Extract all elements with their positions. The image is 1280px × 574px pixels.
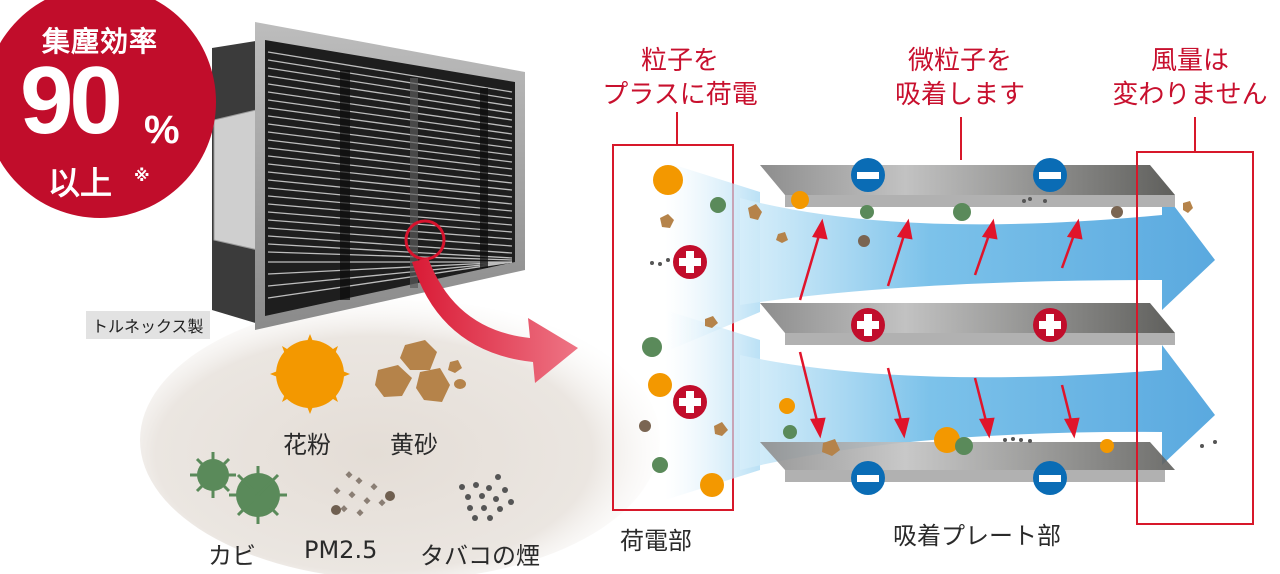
section-label-charging: 荷電部 bbox=[620, 527, 692, 555]
mold-icon bbox=[190, 452, 287, 524]
callout-charge-line2: プラスに荷電 bbox=[602, 80, 758, 110]
maker-label: トルネックス製 bbox=[86, 311, 210, 339]
airflow-arrow-lower bbox=[740, 345, 1215, 470]
air-beam-upper bbox=[665, 162, 760, 352]
callout-airflow-line2: 変わりません bbox=[1112, 80, 1268, 110]
cigarette-smoke-icon bbox=[459, 474, 514, 521]
airflow-arrow-upper bbox=[740, 190, 1215, 310]
callout-airflow-line1: 風量は bbox=[1150, 46, 1229, 76]
yellow-sand-icon bbox=[375, 340, 466, 402]
attraction-arrows bbox=[798, 218, 1083, 439]
pm25-icon bbox=[331, 471, 395, 517]
particle-label-pollen: 花粉 bbox=[283, 431, 331, 459]
particle-label-smoke: タバコの煙 bbox=[420, 542, 540, 570]
pollen-icon bbox=[270, 334, 350, 414]
negative-charge-icon bbox=[851, 461, 885, 495]
particle-label-yellow-sand: 黄砂 bbox=[390, 431, 438, 459]
negative-charge-icon bbox=[1033, 461, 1067, 495]
badge-note-mark: ※ bbox=[134, 166, 150, 185]
callout-airflow: 風量は 変わりません bbox=[1100, 44, 1280, 112]
badge-suffix: 以上 bbox=[48, 164, 113, 202]
positive-charge-icon bbox=[673, 245, 707, 279]
scattered-particles bbox=[639, 165, 1217, 497]
badge-title: 集塵効率 bbox=[41, 25, 158, 58]
air-beam-lower bbox=[665, 310, 760, 500]
callout-adsorb-line2: 吸着します bbox=[894, 80, 1025, 110]
product-photo bbox=[212, 22, 525, 330]
positive-charge-icon bbox=[851, 308, 885, 342]
airflow-section-frame bbox=[1136, 151, 1254, 525]
zoom-arrow bbox=[412, 258, 578, 383]
badge-value: 90 bbox=[20, 47, 123, 154]
particle-label-pm25: PM2.5 bbox=[304, 536, 378, 564]
callout-adsorb-line1: 微粒子を bbox=[907, 46, 1012, 76]
efficiency-badge: 集塵効率 90 % 以上 ※ bbox=[0, 0, 216, 218]
positive-charge-icon bbox=[1033, 308, 1067, 342]
callout-adsorb: 微粒子を 吸着します bbox=[870, 44, 1050, 112]
callout-charge-line1: 粒子を bbox=[640, 46, 719, 76]
positive-charge-icon bbox=[673, 385, 707, 419]
charging-section-frame bbox=[612, 144, 734, 511]
plate-top bbox=[760, 165, 1175, 207]
negative-charge-icon bbox=[851, 158, 885, 192]
particle-label-mold: カビ bbox=[208, 542, 256, 570]
negative-charge-icon bbox=[1033, 158, 1067, 192]
callout-charge: 粒子を プラスに荷電 bbox=[590, 44, 770, 112]
badge-unit: % bbox=[144, 108, 180, 152]
plate-middle bbox=[760, 303, 1175, 345]
section-label-plate: 吸着プレート部 bbox=[893, 522, 1061, 550]
